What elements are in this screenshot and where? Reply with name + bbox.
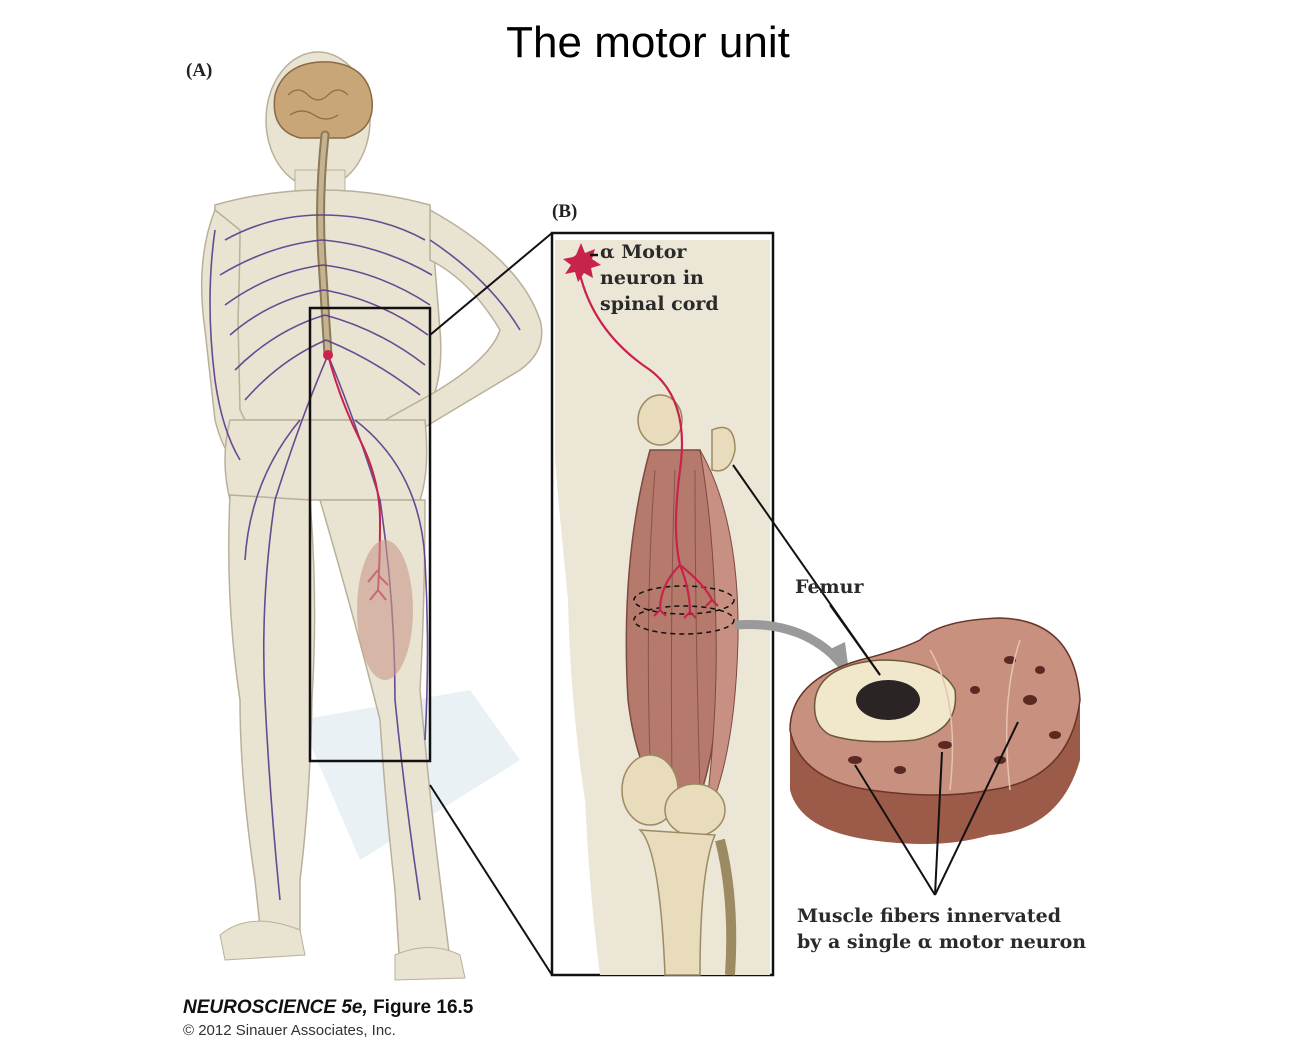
book-title: NEUROSCIENCE 5e,: [183, 997, 368, 1018]
connector-bottom: [429, 784, 553, 976]
motor-neuron-small: [323, 350, 413, 680]
motor-neuron-label: α Motor neuron in spinal cord: [600, 241, 719, 315]
fiber-pointer-1: [854, 764, 936, 896]
connector-top: [429, 232, 553, 336]
muscle-fibers-label: Muscle fibers innervated by a single α m…: [797, 905, 1087, 953]
copyright-text: © 2012 Sinauer Associates, Inc.: [183, 1022, 396, 1039]
thigh-cross-section: [789, 617, 1081, 844]
figure-number: Figure 16.5: [373, 997, 474, 1018]
panel-b-label: (B): [552, 201, 578, 222]
peripheral-nerves: [209, 214, 521, 901]
figure-title: The motor unit: [506, 18, 790, 67]
human-body-figure: [200, 51, 543, 981]
motor-neuron-large: [563, 243, 719, 619]
femur-label: Femur: [795, 576, 864, 598]
figure-credit: NEUROSCIENCE 5e, Figure 16.5: [183, 997, 473, 1019]
femur-label-pointer: [829, 604, 881, 676]
panel-b-leg: [550, 231, 775, 977]
inset-box-a: [308, 306, 432, 763]
fiber-pointer-3: [934, 721, 1019, 896]
panel-a-label: (A): [186, 60, 213, 81]
fiber-pointer-2: [934, 751, 943, 896]
